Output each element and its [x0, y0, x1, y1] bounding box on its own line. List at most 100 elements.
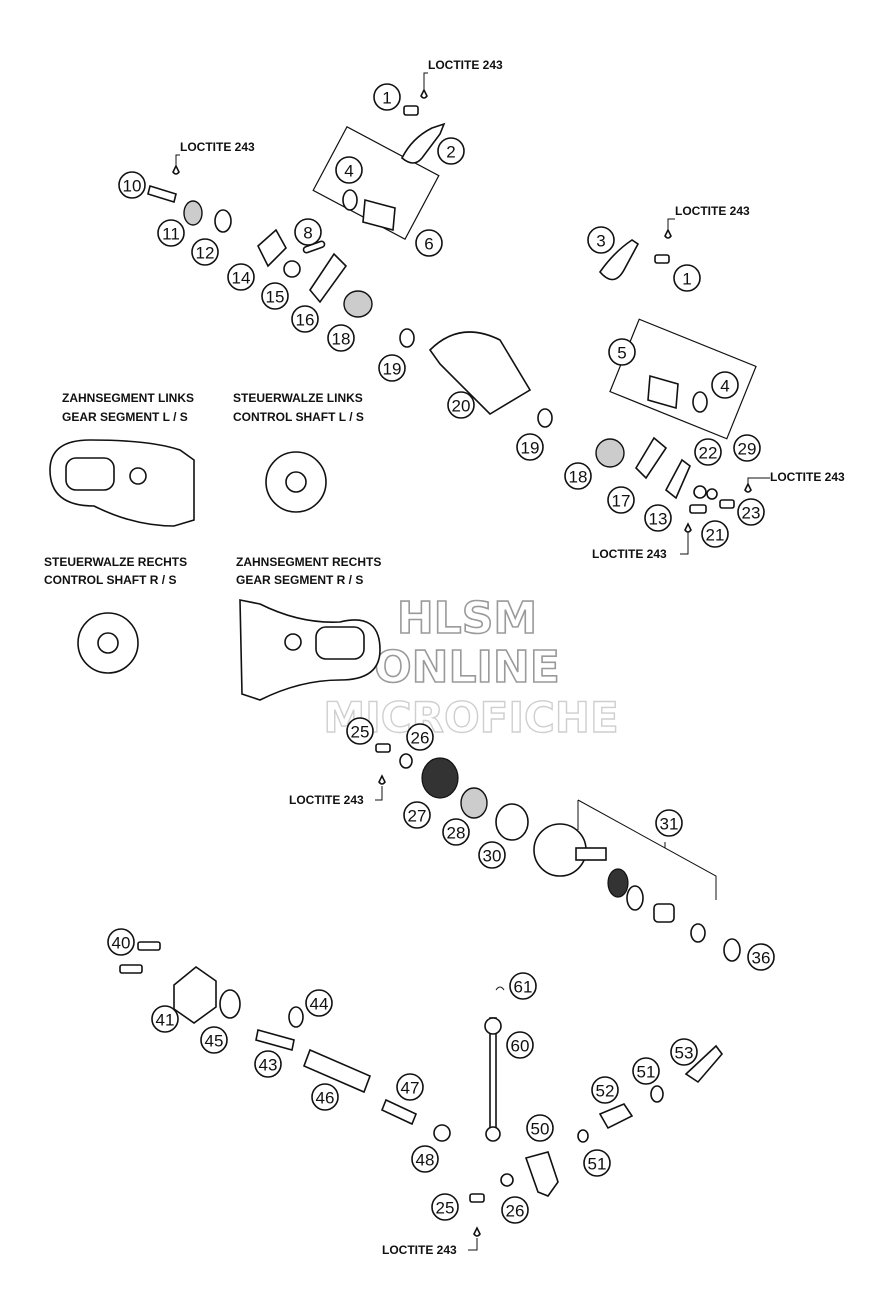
bushing-shape — [343, 290, 373, 318]
callout-circle — [506, 1031, 534, 1059]
callout-number: 8 — [303, 224, 312, 243]
lever-shape — [524, 1151, 559, 1197]
callout-circle — [591, 1076, 619, 1104]
callout-circle — [701, 520, 729, 548]
part-callout-26: 26 — [406, 723, 434, 751]
part-callout-1: 1 — [373, 83, 401, 111]
callout-number: 19 — [521, 439, 540, 458]
callout-circle — [564, 462, 592, 490]
callout-number: 20 — [452, 397, 471, 416]
callout-number: 18 — [332, 330, 351, 349]
spring-clip-shape — [495, 986, 505, 991]
washer-shape — [626, 885, 644, 911]
loctite-leader — [680, 532, 689, 555]
callout-number: 16 — [296, 311, 315, 330]
part-callout-25: 25 — [431, 1193, 459, 1221]
bushing-shape — [653, 903, 675, 923]
callout-number: 3 — [596, 232, 605, 251]
o-ring-shape — [399, 328, 415, 348]
part-callout-28: 28 — [442, 818, 470, 846]
shift-shaft-shape — [428, 331, 532, 416]
o-ring-shape — [692, 391, 708, 413]
callout-number: 4 — [720, 377, 729, 396]
part-callout-45: 45 — [200, 1026, 228, 1054]
callout-circle — [254, 1050, 282, 1078]
callout-circle — [437, 137, 465, 165]
callout-number: 26 — [506, 1202, 525, 1221]
callout-circle — [261, 282, 289, 310]
callout-circle — [305, 989, 333, 1017]
part-callout-6: 6 — [415, 229, 443, 257]
part-callout-8: 8 — [294, 218, 322, 246]
gear-shape — [607, 868, 629, 898]
spring-shape — [380, 1098, 418, 1126]
callout-circle — [644, 504, 672, 532]
cover-shape — [173, 965, 217, 1024]
part-callout-19: 19 — [516, 433, 544, 461]
callout-number: 61 — [514, 978, 533, 997]
part-callout-52: 52 — [591, 1076, 619, 1104]
part-callout-46: 46 — [311, 1083, 339, 1111]
part-callout-27: 27 — [403, 801, 431, 829]
part-callout-25: 25 — [346, 717, 374, 745]
callout-circle — [373, 83, 401, 111]
callout-circle — [191, 238, 219, 266]
part-callout-17: 17 — [607, 486, 635, 514]
callout-circle — [294, 218, 322, 246]
inset-label-en: CONTROL SHAFT L / S — [233, 410, 364, 424]
loctite-label: LOCTITE 243 — [592, 547, 667, 561]
shift-lever-shape — [401, 122, 446, 164]
clip-shape — [214, 209, 232, 233]
gear-segment-shape — [239, 599, 381, 701]
callout-circle — [607, 486, 635, 514]
callout-number: 47 — [401, 1079, 420, 1098]
callout-number: 40 — [112, 934, 131, 953]
hole-shape — [97, 632, 119, 654]
loctite-leader — [747, 477, 770, 484]
o-ring-shape — [342, 189, 358, 211]
callout-circle — [311, 1083, 339, 1111]
screw-shape — [137, 941, 161, 951]
part-callout-41: 41 — [151, 1005, 179, 1033]
callout-circle — [327, 324, 355, 352]
callout-circle — [396, 1073, 424, 1101]
callout-circle — [442, 818, 470, 846]
callout-circle — [403, 801, 431, 829]
clip-shape — [433, 1124, 451, 1142]
inset-control-shaft-left: STEUERWALZE LINKS CONTROL SHAFT L / S — [233, 391, 364, 513]
part-callout-43: 43 — [254, 1050, 282, 1078]
bolt-shape — [147, 184, 177, 204]
part-callout-21: 21 — [701, 520, 729, 548]
bushing-shape — [595, 438, 625, 468]
part-callout-5: 5 — [608, 338, 636, 366]
slot-shape — [315, 626, 365, 660]
part-shapes — [375, 743, 741, 962]
inset-gear-segment-right: ZAHNSEGMENT RECHTS GEAR SEGMENT R / S — [236, 555, 381, 701]
part-callout-30: 30 — [478, 841, 506, 869]
part-callout-53: 53 — [670, 1038, 698, 1066]
callout-circle — [227, 263, 255, 291]
loctite-label: LOCTITE 243 — [770, 470, 845, 484]
plate-shape — [257, 228, 287, 268]
callout-circle — [415, 229, 443, 257]
part-callout-48: 48 — [411, 1145, 439, 1173]
callout-number: 51 — [637, 1063, 656, 1082]
loctite-leader — [667, 218, 675, 230]
part-callout-11: 11 — [157, 219, 185, 247]
callout-number: 36 — [752, 949, 771, 968]
callout-number: 50 — [531, 1120, 550, 1139]
bushing-shape — [598, 1103, 634, 1130]
callout-number: 27 — [408, 807, 427, 826]
part-callout-26: 26 — [501, 1196, 529, 1224]
part-callout-20: 20 — [447, 391, 475, 419]
part-callout-18: 18 — [327, 324, 355, 352]
callout-number: 43 — [259, 1056, 278, 1075]
shaft-sleeve-shape — [647, 374, 679, 410]
callout-number: 17 — [612, 492, 631, 511]
part-callout-47: 47 — [396, 1073, 424, 1101]
callout-number: 29 — [738, 440, 757, 459]
screw-shape — [654, 254, 670, 264]
loctite-label: LOCTITE 243 — [180, 140, 255, 154]
bearing-shape — [460, 787, 488, 819]
